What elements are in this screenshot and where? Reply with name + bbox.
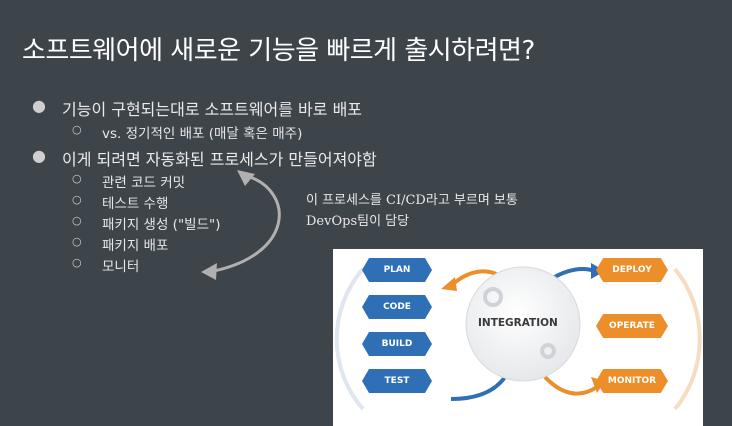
sub-bullet-text: 관련 코드 커밋 bbox=[102, 175, 186, 191]
sub-bullet-item: ○ 패키지 생성 ("빌드") bbox=[72, 213, 221, 233]
bullet-text: 기능이 구현되는대로 소프트웨어를 바로 배포 bbox=[62, 100, 363, 119]
hollow-circle-icon: ○ bbox=[72, 172, 82, 185]
step-monitor: MONITOR bbox=[596, 369, 668, 393]
slide-title: 소프트웨어에 새로운 기능을 빠르게 출시하려면? bbox=[22, 36, 535, 66]
sub-bullet-text: 모니터 bbox=[102, 259, 140, 275]
hollow-circle-icon: ○ bbox=[72, 235, 82, 248]
sub-bullet-item: ○ 모니터 bbox=[72, 255, 140, 275]
sub-bullet-item: ○ 관련 코드 커밋 bbox=[72, 171, 186, 191]
hollow-circle-icon: ○ bbox=[72, 214, 82, 227]
curved-double-arrow-icon bbox=[201, 170, 281, 280]
bullet-dot-icon: ● bbox=[32, 146, 46, 165]
hollow-circle-icon: ○ bbox=[72, 123, 82, 136]
sub-bullet-text: vs. 정기적인 배포 (매달 혹은 매주) bbox=[102, 126, 303, 142]
bullet-item: ● 이게 되려면 자동화된 프로세스가 만들어져야함 bbox=[32, 146, 377, 170]
sub-bullet-text: 패키지 배포 bbox=[102, 238, 169, 254]
step-build: BUILD bbox=[362, 332, 432, 356]
step-plan: PLAN bbox=[362, 258, 432, 282]
step-code: CODE bbox=[362, 295, 432, 319]
cicd-diagram: PLAN CODE BUILD TEST DEPLOY OPERATE MONI… bbox=[333, 249, 703, 426]
cicd-note: 이 프로세스를 CI/CD라고 부르며 보통 DevOps팀이 담당 bbox=[306, 190, 518, 232]
cicd-diagram-graphics bbox=[334, 263, 702, 411]
hollow-circle-icon: ○ bbox=[72, 256, 82, 269]
integration-label: INTEGRATION bbox=[478, 317, 558, 329]
bullet-text: 이게 되려면 자동화된 프로세스가 만들어져야함 bbox=[62, 150, 377, 169]
note-line: DevOps팀이 담당 bbox=[306, 214, 410, 229]
hollow-circle-icon: ○ bbox=[72, 193, 82, 206]
step-deploy: DEPLOY bbox=[596, 258, 668, 282]
sub-bullet-text: 테스트 수행 bbox=[102, 196, 169, 212]
sub-bullet-item: ○ 패키지 배포 bbox=[72, 234, 169, 254]
bullet-dot-icon: ● bbox=[32, 96, 46, 115]
sub-bullet-text: 패키지 생성 ("빌드") bbox=[102, 217, 221, 233]
sub-bullet-item: ○ 테스트 수행 bbox=[72, 192, 169, 212]
sub-bullet-item: ○ vs. 정기적인 배포 (매달 혹은 매주) bbox=[72, 122, 303, 142]
gear-icon bbox=[483, 287, 556, 359]
step-operate: OPERATE bbox=[596, 314, 668, 338]
bullet-item: ● 기능이 구현되는대로 소프트웨어를 바로 배포 bbox=[32, 96, 363, 120]
note-line: 이 프로세스를 CI/CD라고 부르며 보통 bbox=[306, 193, 518, 208]
step-test: TEST bbox=[362, 369, 432, 393]
